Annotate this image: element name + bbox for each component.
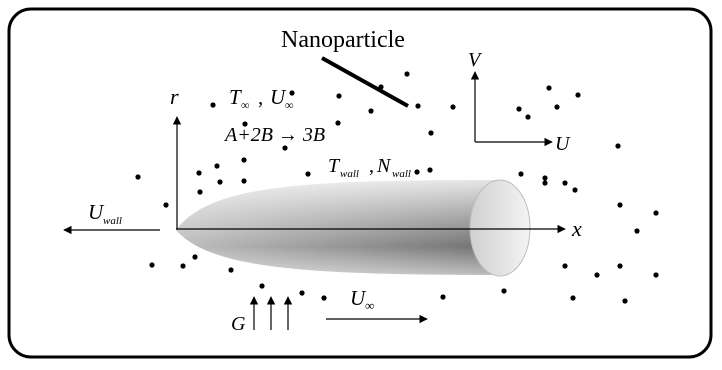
nanoparticle-dot — [336, 93, 342, 99]
r-axis-label: r — [170, 84, 179, 109]
ambient-temperature-subscript: ∞ — [241, 98, 250, 112]
nanoparticle-dot — [241, 157, 247, 163]
nanoparticle-dot — [197, 189, 203, 195]
nanoparticle-dot — [305, 171, 311, 177]
nanoparticle-dots — [135, 71, 659, 304]
nanoparticle-dot — [404, 71, 410, 77]
wall-conditions-label: T wall , N wall — [328, 155, 411, 180]
nanoparticle-dot — [562, 263, 568, 269]
nanoparticle-dot — [299, 290, 305, 296]
body-end-cap — [469, 179, 531, 277]
ambient-comma: , — [258, 85, 263, 109]
x-axis-label: x — [571, 216, 582, 241]
nanoparticle-dot — [415, 103, 421, 109]
nanoparticle-dot — [554, 104, 560, 110]
gravity-label: G — [231, 313, 246, 335]
nanoparticle-dot — [282, 145, 288, 151]
free-stream-label: U ∞ — [350, 286, 374, 313]
wall-concentration-symbol: N — [376, 155, 392, 177]
nanoparticle-dot — [163, 202, 169, 208]
nanoparticle-pointer — [321, 56, 409, 108]
nanoparticle-dot — [149, 262, 155, 268]
nanoparticle-dot — [572, 187, 578, 193]
nanoparticle-dot — [259, 283, 265, 289]
u-axis-label: U — [555, 133, 571, 155]
ambient-temperature-symbol: T — [229, 85, 242, 109]
nanoparticle-label: Nanoparticle — [281, 27, 405, 53]
nanoparticle-dot — [542, 175, 548, 181]
wall-velocity-label: U wall — [88, 200, 122, 227]
ambient-conditions-label: T ∞ , U ∞ — [229, 85, 294, 112]
nanoparticle-dot — [241, 178, 247, 184]
nanoparticle-dot — [518, 171, 524, 177]
nanoparticle-dot — [617, 263, 623, 269]
nanoparticle-dot — [210, 102, 216, 108]
nanoparticle-dot — [428, 130, 434, 136]
wall-comma: , — [369, 155, 374, 177]
nanoparticle-dot — [570, 295, 576, 301]
nanoparticle-dot — [562, 180, 568, 186]
free-stream-symbol: U — [350, 286, 367, 310]
wall-velocity-subscript: wall — [103, 215, 122, 227]
wall-temperature-symbol: T — [328, 155, 341, 177]
nanoparticle-dot — [615, 143, 621, 149]
nanoparticle-dot — [594, 272, 600, 278]
wall-concentration-subscript: wall — [392, 168, 411, 180]
nanoparticle-dot — [575, 92, 581, 98]
nanoparticle-dot — [440, 294, 446, 300]
slender-body-shine — [176, 180, 500, 275]
nanoparticle-dot — [242, 121, 248, 127]
nanoparticle-dot — [653, 272, 659, 278]
nanoparticle-dot — [542, 180, 548, 186]
free-stream-subscript: ∞ — [365, 298, 374, 313]
nanoparticle-dot — [192, 254, 198, 260]
nanoparticle-dot — [525, 114, 531, 120]
nanoparticle-dot — [516, 106, 522, 112]
nanoparticle-dot — [414, 169, 420, 175]
nanoparticle-dot — [214, 163, 220, 169]
nanoparticle-dot — [196, 170, 202, 176]
ambient-velocity-subscript: ∞ — [285, 98, 294, 112]
nanoparticle-dot — [653, 210, 659, 216]
nanoparticle-dot — [501, 288, 507, 294]
reaction-label: A+2B → 3B — [223, 124, 325, 146]
nanoparticle-dot — [546, 85, 552, 91]
nanoparticle-dot — [450, 104, 456, 110]
diagram-frame — [7, 7, 713, 359]
nanoparticle-dot — [617, 202, 623, 208]
nanoparticle-dot — [289, 90, 295, 96]
nanoparticle-dot — [228, 267, 234, 273]
nanoparticle-dot — [634, 228, 640, 234]
v-axis-label: V — [468, 49, 483, 71]
nanoparticle-dot — [180, 263, 186, 269]
nanoparticle-dot — [135, 174, 141, 180]
wall-velocity-symbol: U — [88, 200, 105, 224]
wall-temperature-subscript: wall — [340, 168, 359, 180]
ambient-velocity-symbol: U — [270, 85, 287, 109]
nanoparticle-dot — [622, 298, 628, 304]
nanoparticle-dot — [427, 167, 433, 173]
nanoparticle-dot — [368, 108, 374, 114]
nanoparticle-dot — [335, 120, 341, 126]
nanoparticle-dot — [217, 179, 223, 185]
nanoparticle-dot — [321, 295, 327, 301]
